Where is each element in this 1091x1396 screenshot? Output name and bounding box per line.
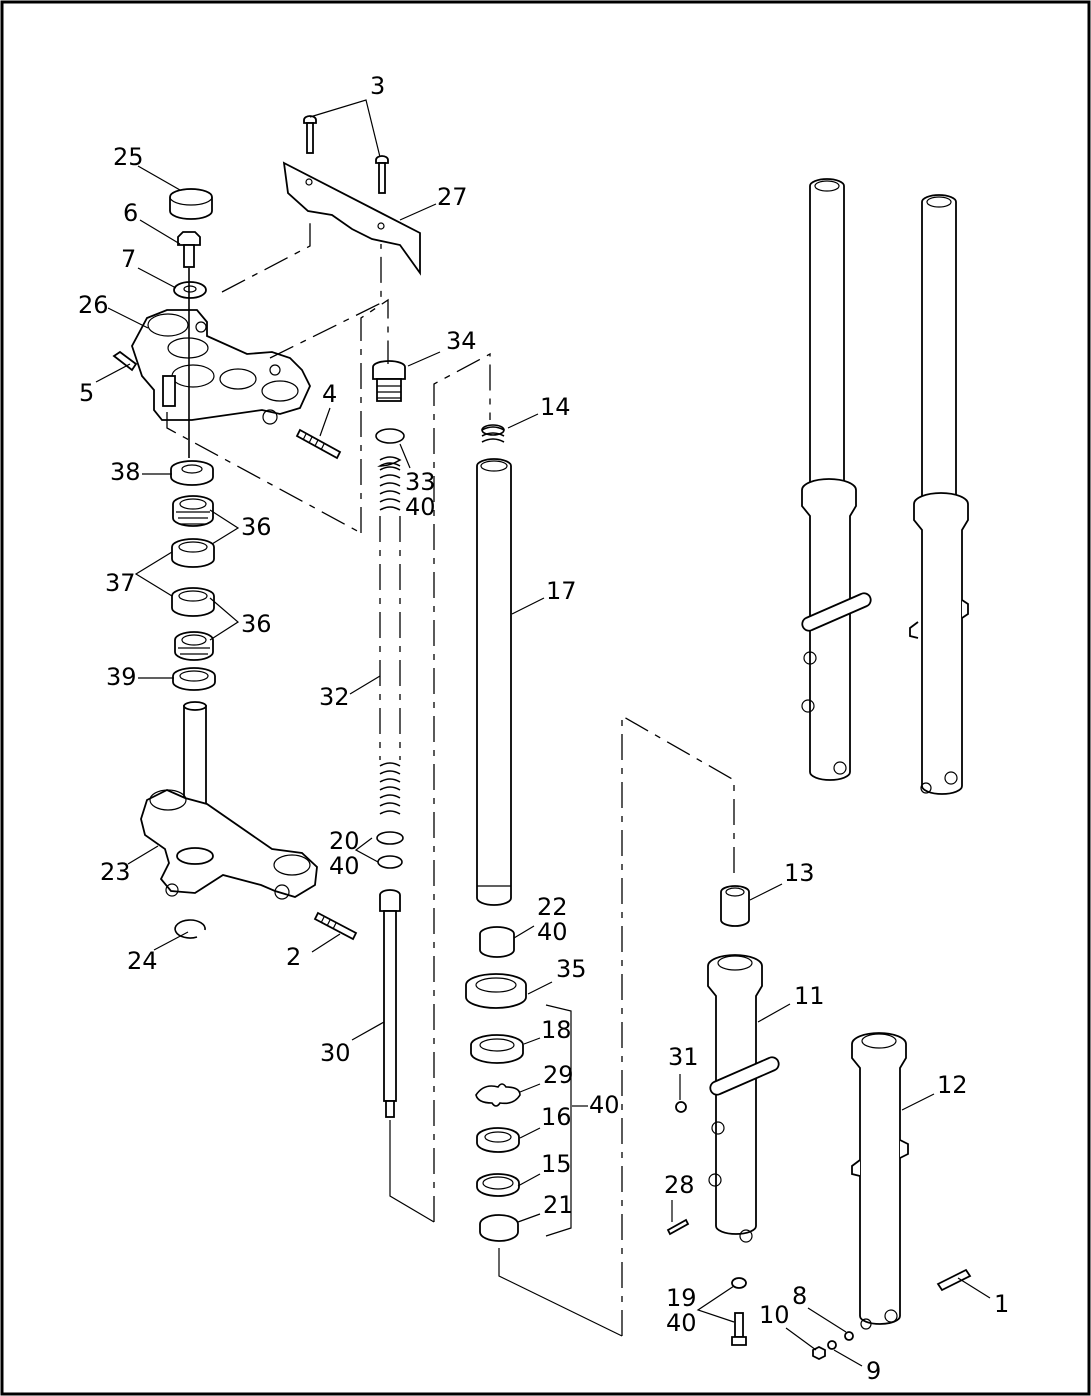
callout-19-40: 40 — [666, 1309, 697, 1337]
callout-27: 27 — [437, 183, 468, 211]
route-line-c — [166, 412, 362, 534]
callout-33-40: 40 — [405, 493, 436, 521]
callout-1: 1 — [994, 1290, 1009, 1318]
part-23-lower-bracket — [140, 701, 318, 900]
route-line-b — [269, 244, 382, 359]
callout-10: 10 — [759, 1301, 790, 1329]
callout-29: 29 — [543, 1061, 574, 1089]
callout-3: 3 — [370, 72, 385, 100]
part-1-axle-bolt — [936, 1268, 972, 1292]
part-34-fork-cap — [372, 360, 406, 402]
part-38-seal — [170, 460, 214, 486]
callout-11: 11 — [794, 982, 825, 1010]
callout-15: 15 — [541, 1150, 572, 1178]
callout-12: 12 — [937, 1071, 968, 1099]
callout-13: 13 — [784, 859, 815, 887]
callout-36-lower: 36 — [241, 610, 272, 638]
callout-23: 23 — [100, 858, 131, 886]
callout-2: 2 — [286, 943, 301, 971]
part-33-o-ring — [375, 428, 405, 444]
part-26-upper-bracket — [131, 309, 311, 425]
callout-34: 34 — [446, 327, 477, 355]
assembled-fork-left — [801, 178, 872, 781]
callout-14: 14 — [540, 393, 571, 421]
callout-20-40: 40 — [329, 852, 360, 880]
part-37-lower-race — [171, 587, 215, 617]
callout-22-40: 40 — [537, 918, 568, 946]
callout-22: 22 — [537, 893, 568, 921]
callout-38: 38 — [110, 458, 141, 486]
part-6-bolt — [177, 231, 201, 268]
part-39-seal — [172, 667, 216, 691]
callout-6: 6 — [123, 199, 138, 227]
part-4-pinch-bolt — [295, 428, 342, 460]
callout-31: 31 — [668, 1043, 699, 1071]
callout-37: 37 — [105, 569, 136, 597]
callout-9: 9 — [866, 1357, 881, 1385]
part-7-washer — [173, 281, 207, 299]
part-17-fork-tube — [476, 458, 512, 906]
callout-18: 18 — [541, 1016, 572, 1044]
callout-26: 26 — [78, 291, 109, 319]
callout-5: 5 — [79, 379, 94, 407]
part-21-bushing — [479, 1214, 519, 1242]
part-2-pinch-bolt — [313, 911, 358, 941]
part-5-pinch-screw — [112, 350, 138, 372]
callout-39: 39 — [106, 663, 137, 691]
part-25-cap — [169, 188, 213, 220]
part-14-spring — [481, 424, 505, 443]
part-28-screw — [666, 1218, 690, 1236]
callout-labels: 3 25 27 6 7 26 34 5 4 14 38 33 40 36 37 … — [78, 72, 1009, 1385]
part-19-washer-bolt — [731, 1277, 747, 1346]
callout-33: 33 — [405, 468, 436, 496]
parts-8-9-10-hardware — [812, 1331, 854, 1361]
callout-16: 16 — [541, 1103, 572, 1131]
callout-30: 30 — [320, 1039, 351, 1067]
callout-28: 28 — [664, 1171, 695, 1199]
part-37-upper-race — [171, 538, 215, 568]
callout-7: 7 — [121, 245, 136, 273]
part-35-dust-seal — [465, 973, 527, 1009]
part-36-upper-bearing — [172, 495, 214, 527]
part-11-left-slider — [707, 954, 780, 1243]
callout-4: 4 — [322, 380, 337, 408]
part-32-spring — [377, 456, 402, 815]
callout-24: 24 — [127, 947, 158, 975]
part-15-bushing — [476, 1173, 520, 1197]
part-30-damper-rod — [379, 889, 401, 1118]
callout-32: 32 — [319, 683, 350, 711]
part-29-retaining-ring — [475, 1083, 521, 1107]
callout-36-upper: 36 — [241, 513, 272, 541]
assembled-fork-right — [909, 194, 969, 795]
callout-21: 21 — [543, 1191, 574, 1219]
part-13-bushing — [720, 885, 750, 927]
callout-20: 20 — [329, 827, 360, 855]
part-27-fairing-bracket — [282, 161, 421, 276]
callout-25: 25 — [113, 143, 144, 171]
part-12-right-slider — [851, 1032, 909, 1330]
part-18-oil-seal — [470, 1034, 524, 1064]
part-22-bushing — [479, 926, 515, 958]
callout-8: 8 — [792, 1282, 807, 1310]
leader-lines — [95, 165, 991, 1367]
part-36-lower-bearing — [174, 631, 214, 661]
callout-35: 35 — [556, 955, 587, 983]
callout-17: 17 — [546, 577, 577, 605]
part-16-washer — [476, 1127, 520, 1153]
callout-40: 40 — [589, 1091, 620, 1119]
part-24-snap-ring — [174, 919, 206, 939]
route-line-a — [221, 218, 311, 293]
callout-19: 19 — [666, 1284, 697, 1312]
part-20-rings — [376, 831, 404, 869]
part-31-plug — [675, 1101, 687, 1113]
